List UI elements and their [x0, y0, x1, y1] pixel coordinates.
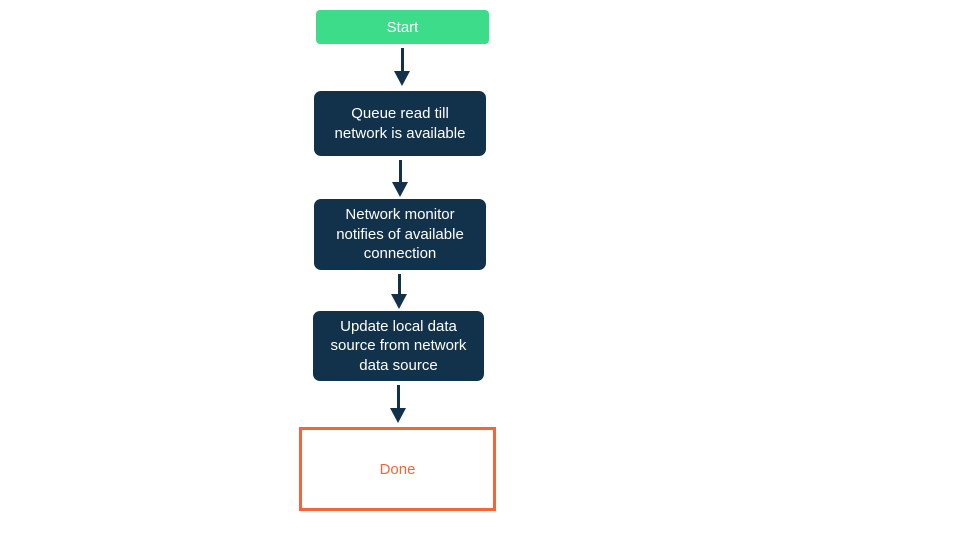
flow-node-start-label: Start: [386, 18, 419, 36]
flow-arrow-update-local-to-done: [386, 385, 410, 424]
flow-node-done[interactable]: Done: [299, 427, 496, 511]
flow-node-done-label: Done: [379, 460, 416, 478]
arrow-shaft: [398, 274, 401, 295]
arrow-head-icon: [394, 71, 410, 86]
flow-node-update-local[interactable]: Update local data source from network da…: [313, 311, 484, 381]
flow-node-queue-read[interactable]: Queue read till network is available: [314, 91, 486, 156]
flow-arrow-queue-read-to-network-monitor: [388, 160, 412, 198]
flow-arrow-network-monitor-to-update-local: [387, 274, 411, 310]
arrow-shaft: [401, 48, 404, 72]
flow-node-update-local-label: Update local data source from network da…: [330, 317, 467, 374]
flow-node-network-monitor[interactable]: Network monitor notifies of available co…: [314, 199, 486, 270]
arrow-head-icon: [392, 182, 408, 197]
flow-arrow-start-to-queue-read: [390, 48, 414, 87]
flow-node-queue-read-label: Queue read till network is available: [334, 105, 466, 142]
flow-node-start[interactable]: Start: [316, 10, 489, 44]
arrow-shaft: [397, 385, 400, 409]
arrow-head-icon: [391, 294, 407, 309]
flow-node-network-monitor-label: Network monitor notifies of available co…: [336, 206, 464, 263]
arrow-shaft: [399, 160, 402, 183]
arrow-head-icon: [390, 408, 406, 423]
